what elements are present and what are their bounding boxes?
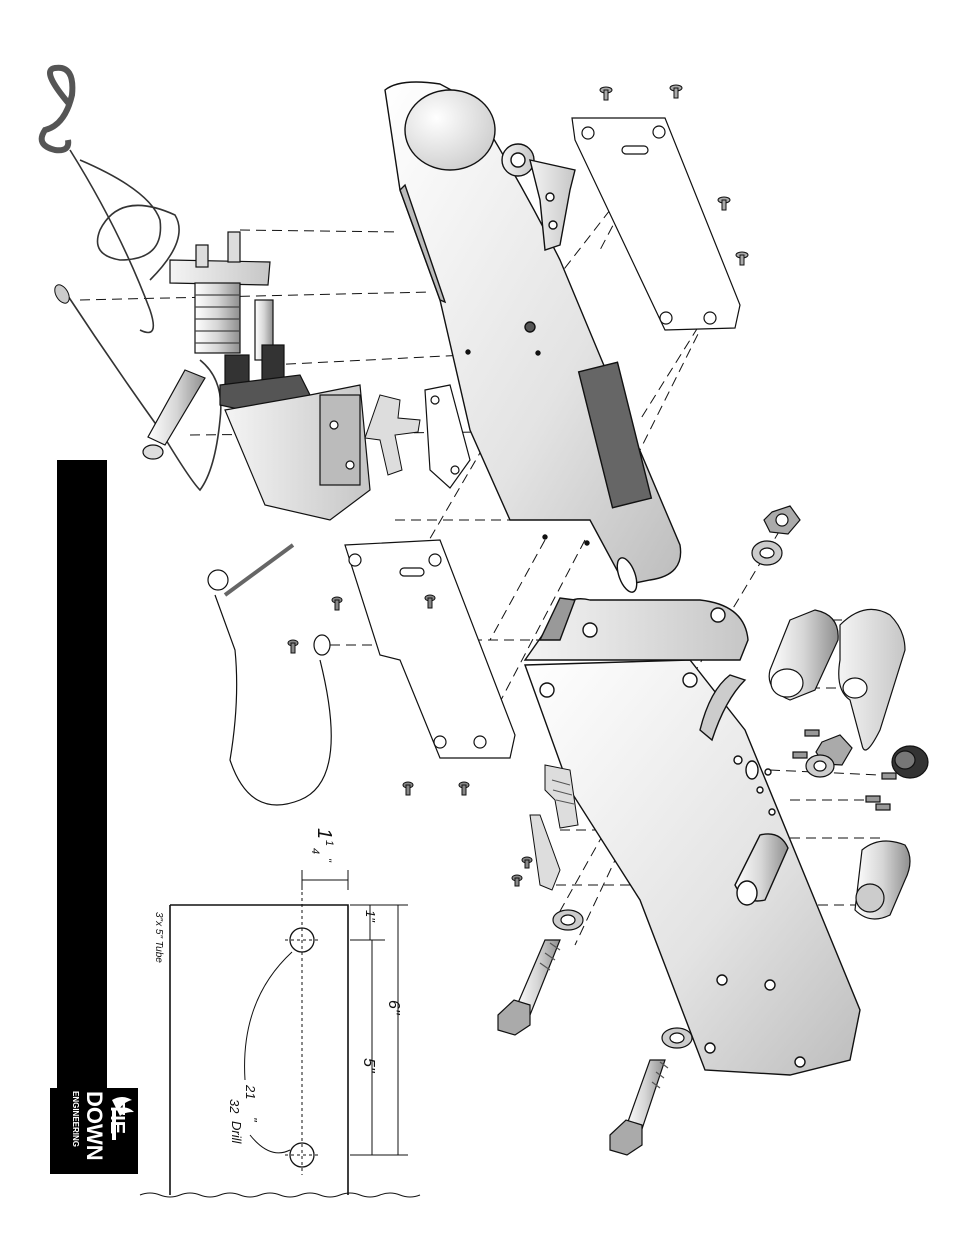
spring-clip — [365, 395, 420, 475]
edge-offset-den: 4 — [309, 848, 321, 854]
tie-down-logo: TIE DOWN ENGINEERING — [50, 1088, 138, 1174]
edge-offset-num: 1 — [323, 840, 335, 846]
drill-unit: " — [245, 1117, 260, 1123]
s-hook — [42, 68, 73, 151]
ratchet-bracket — [530, 765, 578, 890]
tube-label: 3"x 5" Tube — [153, 912, 164, 963]
breather-plug — [892, 746, 928, 778]
spacing-dim: 5" — [360, 1058, 377, 1074]
drill-den: 32 — [227, 1099, 242, 1114]
edge-offset-whole: 1 — [313, 828, 335, 839]
safety-pin — [208, 545, 331, 805]
logo-engineering-text: ENGINEERING — [71, 1091, 80, 1147]
roller-pin — [143, 370, 205, 459]
cable-end-cap — [52, 282, 72, 305]
drill-num: 21 — [243, 1084, 258, 1099]
drill-word: Drill — [229, 1121, 244, 1144]
top-cover-plate — [572, 118, 740, 330]
first-hole-dim: 1" — [363, 910, 378, 923]
overall-dim: 6" — [385, 1000, 402, 1016]
bottom-cover-plate — [345, 540, 515, 758]
edge-offset-unit: " — [321, 858, 333, 863]
black-band — [57, 460, 107, 1090]
logo-down-text: DOWN — [82, 1091, 107, 1161]
drill-template-labels: 3"x 5" Tube 1 1 4 " 1" 6" 5" 21 32 " Dri… — [153, 828, 402, 1144]
coupler-ball-socket — [405, 90, 495, 170]
